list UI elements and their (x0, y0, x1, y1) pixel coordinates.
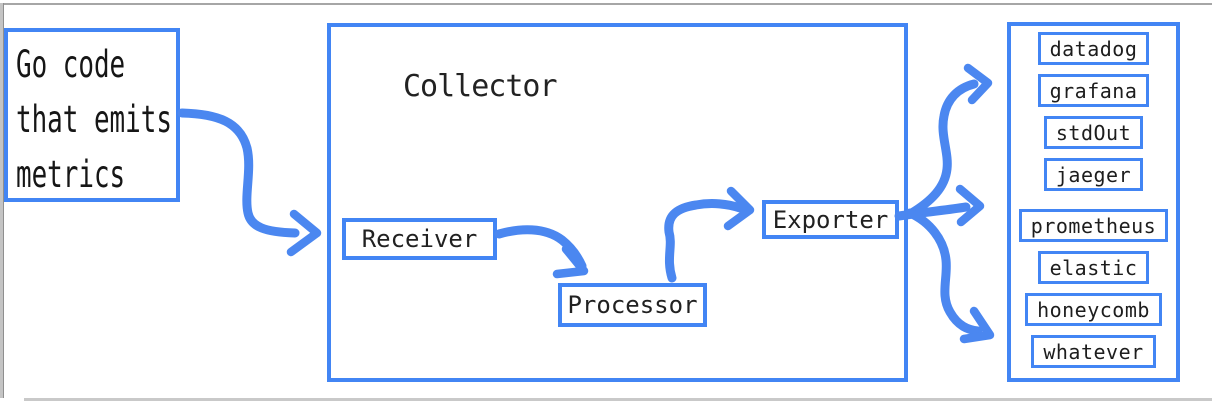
arrow-source-to-collector (177, 108, 322, 257)
sink-box-honeycomb: honeycomb (1025, 293, 1162, 326)
arrow-exporter-to-sinks-bottom (905, 208, 995, 344)
receiver-box: Receiver (342, 218, 497, 260)
sink-box-prometheus: prometheus (1018, 209, 1169, 242)
source-code-line: metrics (16, 153, 126, 196)
canvas-left-edge (0, 3, 4, 398)
exporter-box: Exporter (762, 200, 899, 239)
collector-title: Collector (403, 69, 558, 104)
canvas-bottom-edge (24, 398, 1212, 401)
sinks-panel: datadog grafana stdOut jaeger prometheus elas… (1007, 22, 1180, 382)
receiver-label: Receiver (361, 225, 478, 253)
sink-label: stdOut (1055, 120, 1132, 145)
sink-label: honeycomb (1037, 297, 1150, 322)
canvas-top-edge (0, 3, 1212, 5)
arrow-exporter-to-sinks-top (905, 63, 993, 219)
processor-label: Processor (567, 291, 698, 319)
sink-label: datadog (1049, 36, 1138, 61)
sink-box-stdOut: stdOut (1043, 116, 1144, 149)
sink-box-grafana: grafana (1037, 74, 1150, 107)
arrow-exporter-to-sinks-middle (894, 184, 985, 227)
sink-label: jaeger (1055, 162, 1132, 187)
source-code-box: Go code that emits metrics (4, 28, 180, 202)
sink-label: prometheus (1030, 213, 1157, 238)
sink-box-jaeger: jaeger (1043, 158, 1144, 191)
processor-box: Processor (558, 283, 707, 327)
sink-box-whatever: whatever (1031, 335, 1156, 368)
sink-box-elastic: elastic (1037, 251, 1150, 284)
source-code-line: that emits (16, 98, 172, 141)
sink-box-datadog: datadog (1037, 32, 1150, 65)
sink-label: whatever (1043, 339, 1144, 364)
sink-label: grafana (1049, 78, 1138, 103)
source-code-line: Go code (16, 43, 126, 86)
exporter-label: Exporter (772, 205, 889, 234)
sink-label: elastic (1049, 255, 1138, 280)
